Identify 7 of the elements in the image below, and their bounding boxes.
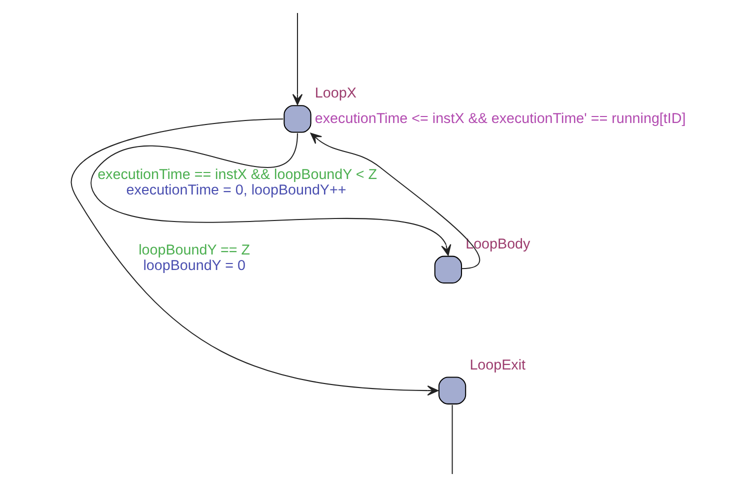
node-label: LoopExit [469,357,526,374]
node-label: executionTime <= instX && executionTime' == running[tID] [314,110,686,127]
edge-label: loopBoundY == Z [138,242,250,258]
edge-label: executionTime = 0, loopBoundY++ [126,182,346,198]
edge-label: loopBoundY = 0 [142,258,245,274]
node-label: LoopX [314,86,356,102]
edge-label: executionTime == instX && loopBoundY < Z [97,167,377,184]
